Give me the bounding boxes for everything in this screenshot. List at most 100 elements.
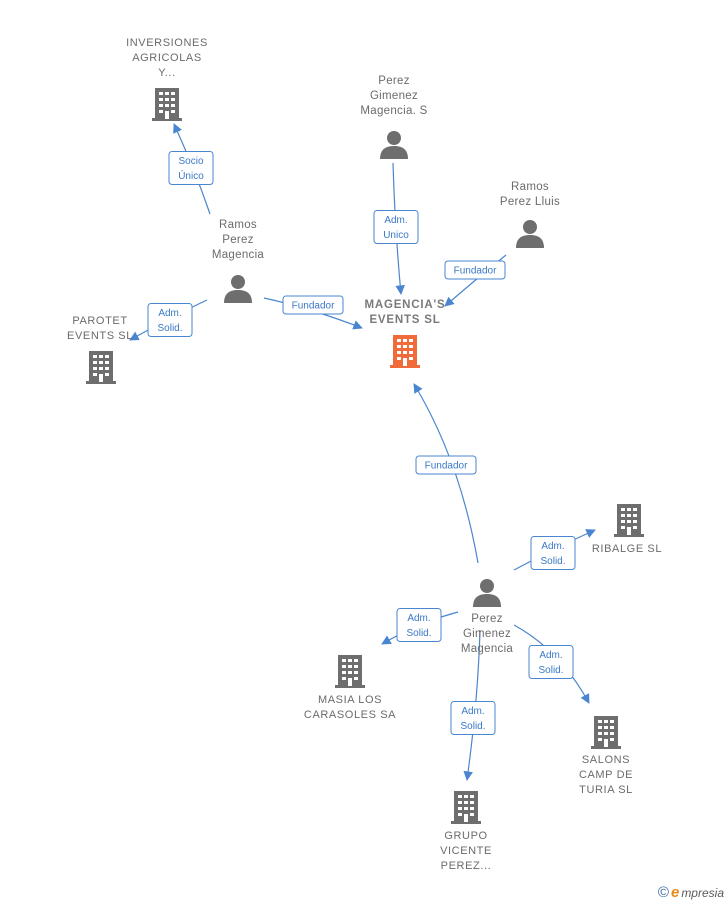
node-label: Y... xyxy=(158,67,176,79)
node-label: VICENTE xyxy=(440,845,492,857)
edge-label-text: Adm. xyxy=(158,308,181,319)
node-inversiones[interactable]: INVERSIONES AGRICOLAS Y... xyxy=(126,37,208,121)
node-label: EVENTS SL xyxy=(369,314,440,326)
node-magencias[interactable]: MAGENCIA'S EVENTS SL xyxy=(364,299,445,368)
edge-label-box xyxy=(530,536,576,570)
edge-label[interactable]: Adm. Solid. xyxy=(450,701,496,735)
node-label: Gimenez xyxy=(370,90,418,102)
edge-perez_gimenez_s-to-magencias: Adm. Unico xyxy=(373,162,419,295)
node-label: RIBALGE SL xyxy=(592,543,662,555)
edge-label[interactable]: Fundador xyxy=(282,295,344,315)
edge-label-text: Adm. xyxy=(407,613,430,624)
edge-label-text: Fundador xyxy=(425,461,468,472)
edge-label-text: Solid. xyxy=(540,556,565,567)
edge-ramos_magencia-to-parotet: Adm. Solid. xyxy=(129,299,208,341)
building-icon[interactable] xyxy=(614,504,644,537)
edge-label[interactable]: Fundador xyxy=(444,260,506,280)
node-label: Gimenez xyxy=(463,628,511,640)
edge-label-text: Adm. xyxy=(461,706,484,717)
node-ribalge[interactable]: RIBALGE SL xyxy=(592,504,662,555)
node-label: GRUPO xyxy=(444,830,487,842)
node-salons[interactable]: SALONS CAMP DE TURIA SL xyxy=(579,716,633,796)
edge-label-box xyxy=(147,303,193,337)
edge-label-text: Solid. xyxy=(157,323,182,334)
person-icon[interactable] xyxy=(516,220,544,248)
building-icon[interactable] xyxy=(451,791,481,824)
node-label: Perez xyxy=(378,75,410,87)
node-label: PEREZ... xyxy=(441,860,492,872)
node-label: AGRICOLAS xyxy=(132,52,202,64)
edge-perez_gimenez-to-masia: Adm. Solid. xyxy=(381,608,459,645)
edge-label-text: Solid. xyxy=(406,628,431,639)
node-label: PAROTET xyxy=(72,315,127,327)
node-label: Perez xyxy=(471,613,503,625)
edge-label-box xyxy=(373,210,419,244)
node-label: CAMP DE xyxy=(579,769,633,781)
edge-label-text: Único xyxy=(178,169,204,182)
node-label: Magencia xyxy=(461,643,514,655)
edge-label-text: Adm. xyxy=(539,650,562,661)
edge-label[interactable]: Fundador xyxy=(415,455,477,475)
edge-label-box xyxy=(528,645,574,679)
node-parotet[interactable]: PAROTET EVENTS SL xyxy=(67,315,133,384)
edge-label-text: Solid. xyxy=(538,665,563,676)
edge-label-box xyxy=(415,455,477,475)
person-icon[interactable] xyxy=(224,275,252,303)
building-icon[interactable] xyxy=(86,351,116,384)
edge-label-text: Adm. xyxy=(541,541,564,552)
node-label: INVERSIONES xyxy=(126,37,208,49)
node-masia[interactable]: MASIA LOS CARASOLES SA xyxy=(304,655,396,721)
person-icon[interactable] xyxy=(380,131,408,159)
building-icon[interactable] xyxy=(152,88,182,121)
edge-ramos_lluis-to-magencias: Fundador xyxy=(444,254,507,307)
edge-perez_gimenez-to-magencias: Fundador xyxy=(413,383,479,564)
edge-label-box xyxy=(444,260,506,280)
edge-label[interactable]: Adm. Solid. xyxy=(396,608,442,642)
node-label: EVENTS SL xyxy=(67,330,133,342)
node-label: Perez xyxy=(222,234,254,246)
edge-label-text: Fundador xyxy=(292,301,335,312)
edge-ramos_magencia-to-magencias: Fundador xyxy=(263,295,363,330)
edge-label[interactable]: Adm. Unico xyxy=(373,210,419,244)
node-label: MAGENCIA'S xyxy=(364,299,445,311)
node-label: Magencia. S xyxy=(360,105,427,117)
edge-label[interactable]: Adm. Solid. xyxy=(147,303,193,337)
edge-label-text: Solid. xyxy=(460,721,485,732)
building-icon[interactable] xyxy=(390,335,420,368)
building-icon[interactable] xyxy=(335,655,365,688)
node-label: CARASOLES SA xyxy=(304,709,396,721)
edge-label-box xyxy=(450,701,496,735)
nodes-layer: INVERSIONESAGRICOLASY...PerezGimenezMage… xyxy=(67,37,662,872)
edge-label[interactable]: Adm. Solid. xyxy=(530,536,576,570)
edge-label-box xyxy=(282,295,344,315)
edge-label-text: Socio xyxy=(178,156,203,167)
edge-line xyxy=(444,254,507,307)
node-label: SALONS xyxy=(582,754,630,766)
edge-label-text: Unico xyxy=(383,230,409,241)
building-icon[interactable] xyxy=(591,716,621,749)
edge-label-text: Adm. xyxy=(384,215,407,226)
edge-label-box xyxy=(396,608,442,642)
edge-label-text: Fundador xyxy=(454,266,497,277)
node-label: TURIA SL xyxy=(579,784,633,796)
node-grupo[interactable]: GRUPO VICENTE PEREZ... xyxy=(440,791,492,872)
brand-name: mpresia xyxy=(681,885,724,900)
copyright-symbol: © xyxy=(657,884,669,901)
edge-label[interactable]: Adm. Solid. xyxy=(528,645,574,679)
edge-perez_gimenez-to-ribalge: Adm. Solid. xyxy=(513,529,596,571)
edge-label-box xyxy=(168,151,214,185)
person-icon[interactable] xyxy=(473,579,501,607)
edges-layer: SocioÚnicoAdm.UnicoFundadorFundadorAdm.S… xyxy=(129,123,596,781)
node-label: Magencia xyxy=(212,249,265,261)
node-label: MASIA LOS xyxy=(318,694,382,706)
edge-perez_gimenez-to-salons: Adm. Solid. xyxy=(513,624,590,704)
node-label: Perez Lluis xyxy=(500,196,560,208)
